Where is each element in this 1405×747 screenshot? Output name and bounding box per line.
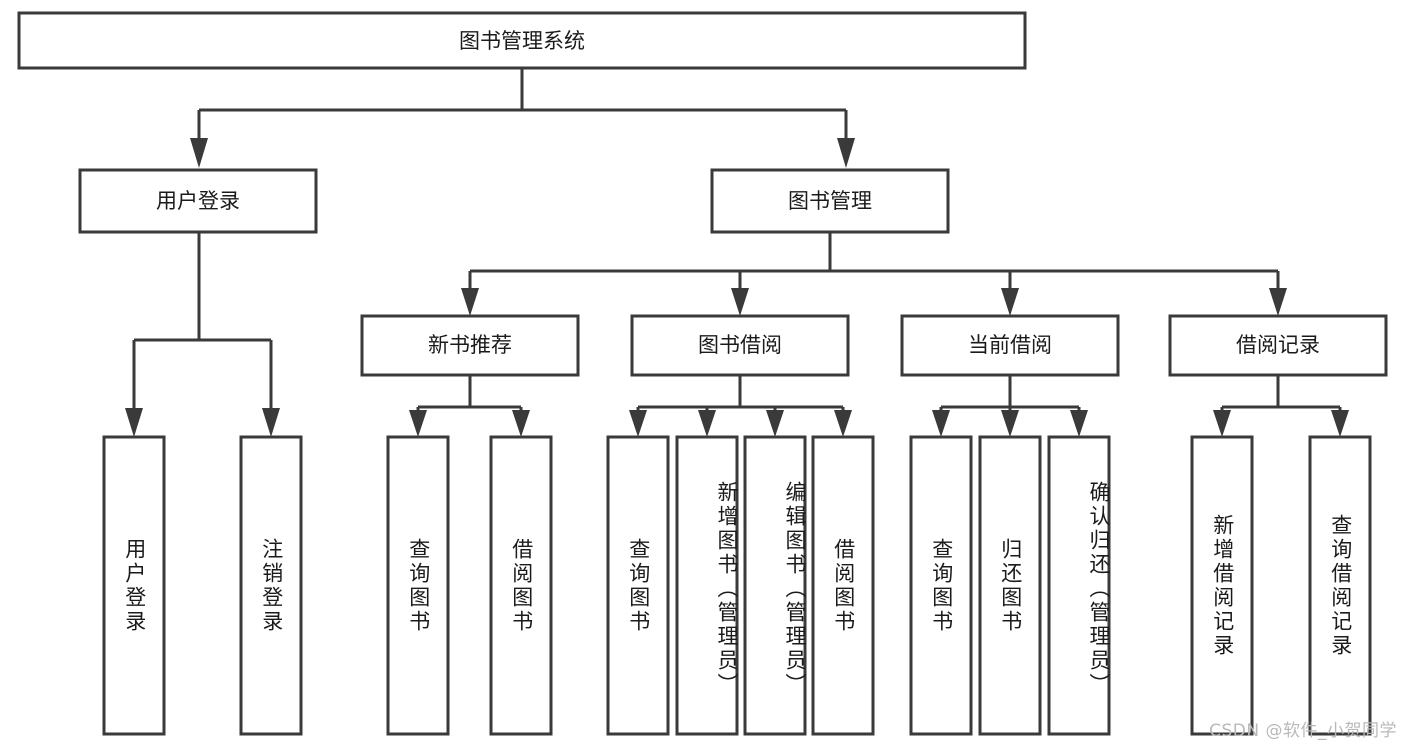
node-borrowing-record[interactable] [1168,314,1388,377]
node-book-management-label: 图书管理 [788,189,872,213]
arrow-head-bookborrow-4 [834,410,852,437]
arrow-head-bookmanage-4 [1269,288,1287,316]
node-book-management[interactable] [710,168,950,234]
node-current-borrowing[interactable] [900,314,1120,377]
arrow-head-currentborrow-2 [1001,410,1019,437]
leaf-box-borrowrecord-query[interactable] [1308,435,1372,736]
node-user-login[interactable] [78,168,318,234]
leaf-box-currentborrow-query[interactable] [909,435,973,736]
arrow-head-bookmanage-3 [1001,288,1019,316]
leaf-box-bookborrow-edit[interactable] [743,435,807,736]
arrow-head-bookborrow-1 [629,410,647,437]
arrow-head-currentborrow-3 [1070,410,1088,437]
arrow-head-bookmanage-1 [461,288,479,316]
arrow-head-bookborrow-3 [766,410,784,437]
arrow-head-root-2 [837,138,855,168]
arrow-head-newbook-2 [512,410,530,437]
arrow-head-borrowrecord-1 [1213,410,1231,437]
leaf-box-user-login-logout[interactable] [239,435,303,736]
connector-group-current-borrow [932,375,1088,437]
connector-group-user-login [125,232,280,437]
arrow-head-bookborrow-2 [698,410,716,437]
leaf-box-user-login-login[interactable] [102,435,166,736]
leaf-box-bookborrow-query[interactable] [606,435,670,736]
connector-group-book-borrow [629,375,852,437]
leaf-box-currentborrow-return[interactable] [978,435,1042,736]
node-current-borrowing-label: 当前借阅 [968,333,1052,357]
connector-group-book-manage [461,232,1287,316]
arrow-head-root-1 [190,138,208,168]
node-user-login-label: 用户登录 [156,189,240,213]
node-root-label: 图书管理系统 [459,29,585,53]
csdn-watermark: CSDN @软件_小贺同学 [1209,721,1397,741]
node-book-borrowing-label: 图书借阅 [698,333,782,357]
node-new-book-recommendation[interactable] [360,314,580,377]
connector-group-borrow-record [1213,375,1349,437]
arrow-head-bookmanage-2 [731,288,749,316]
leaf-box-currentborrow-confirm[interactable] [1047,435,1111,736]
connector-group-new-book [409,375,530,437]
node-new-book-recommendation-label: 新书推荐 [428,333,512,357]
node-root-book-management-system[interactable] [17,11,1027,70]
leaf-box-bookborrow-add[interactable] [675,435,739,736]
connector-group-root [190,68,855,168]
arrow-head-userlogin-1 [125,408,143,437]
leaf-box-borrowrecord-add[interactable] [1190,435,1254,736]
arrow-head-userlogin-2 [262,408,280,437]
arrow-head-currentborrow-1 [932,410,950,437]
leaf-box-newbook-query[interactable] [386,435,450,736]
leaf-box-bookborrow-borrow[interactable] [811,435,875,736]
node-borrowing-record-label: 借阅记录 [1236,333,1320,357]
node-book-borrowing[interactable] [630,314,850,377]
arrow-head-borrowrecord-2 [1331,410,1349,437]
leaf-box-newbook-borrow[interactable] [489,435,553,736]
arrow-head-newbook-1 [409,410,427,437]
